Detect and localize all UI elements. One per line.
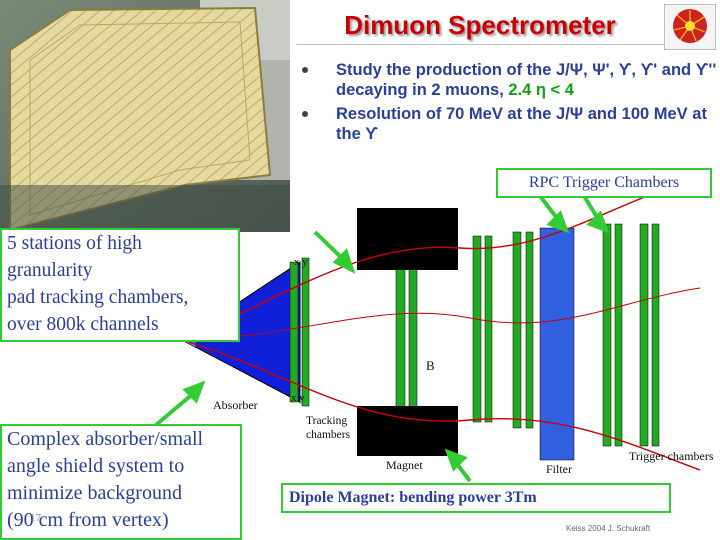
trigger-plane-2 <box>614 223 623 447</box>
tracking-label-line2: chambers <box>306 429 351 441</box>
muon-track-middle <box>181 287 701 341</box>
tracking-plane-4 <box>408 254 418 411</box>
arrow-icon <box>148 390 197 432</box>
tracking-plane-3 <box>395 254 406 411</box>
trigger-plane-3 <box>639 223 649 447</box>
arrow-icon <box>332 248 356 274</box>
tracking-plane-5 <box>472 235 482 423</box>
b-field-label: B <box>426 358 435 373</box>
tracking-plane-7 <box>512 231 522 429</box>
stations-line-3: pad tracking chambers, <box>7 287 189 308</box>
bullet-dot-icon <box>302 111 308 117</box>
arrow-icon <box>182 380 206 404</box>
absorber-line-2: angle shield system to <box>7 455 185 477</box>
stations-line-4: over 800k channels <box>7 314 159 335</box>
filter-label: Filter <box>546 462 572 476</box>
absorber-line-1: Complex absorber/small <box>7 428 204 450</box>
bullet-dot-icon <box>302 67 308 73</box>
absorber-label: Absorber <box>213 398 258 412</box>
trigger-plane-4 <box>651 223 660 447</box>
muon-track-lower <box>181 339 701 471</box>
stations-line-1: 5 stations of high <box>7 233 142 254</box>
slide-footer: Keiss 2004 J. Schukraft <box>566 524 651 533</box>
arrow-icon <box>546 210 570 234</box>
bullet-text-production: Study the production of the J/Ψ, Ψ', ϒ, … <box>336 61 717 99</box>
bullet-item-resolution: Resolution of 70 MeV at the J/Ψ and 100 … <box>302 104 720 144</box>
tracking-plane-2 <box>301 257 310 407</box>
bullet-item-production: Study the production of the J/Ψ, Ψ', ϒ, … <box>302 60 720 100</box>
bullet-text-resolution: Resolution of 70 MeV at the J/Ψ and 100 … <box>336 105 707 143</box>
tracking-label: Tracking chambers <box>306 414 350 442</box>
trigger-plane-1 <box>602 223 612 447</box>
bullet-list: Study the production of the J/Ψ, Ψ', ϒ, … <box>302 60 720 148</box>
magnet-label: Magnet <box>386 458 423 472</box>
xy-label-top: x y <box>294 256 308 268</box>
absorber-line-4: (90 cm from vertex) <box>7 509 169 531</box>
absorber-shape <box>181 261 301 403</box>
absorber-line-3: minimize background <box>7 482 182 504</box>
magnet-top <box>357 208 458 270</box>
rpc-callout: RPC Trigger Chambers <box>496 168 712 198</box>
slide-number: 17 <box>30 512 41 524</box>
stations-callout: 5 stations of high granularity pad track… <box>0 228 240 342</box>
arrow-icon <box>586 210 610 234</box>
xy-label-bottom: x y <box>291 392 305 404</box>
tracking-label-line1: Tracking <box>306 415 348 427</box>
slide-title: Dimuon Spectrometer <box>344 10 616 40</box>
magnet-bottom <box>357 406 458 456</box>
trigger-label: Trigger chambers <box>629 449 714 463</box>
arrow-icon <box>444 448 468 472</box>
tracking-chamber-photo <box>0 0 290 232</box>
muon-track-upper <box>181 179 691 341</box>
eta-range: 2.4 η < 4 <box>508 81 574 99</box>
stations-line-2: granularity <box>7 260 93 281</box>
magnet-callout: Dipole Magnet: bending power 3Tm <box>281 483 671 513</box>
filter-shape <box>539 227 575 461</box>
tracking-plane-6 <box>484 235 493 423</box>
tracking-plane-8 <box>525 231 534 429</box>
title-divider <box>296 44 666 45</box>
alice-logo-icon <box>664 4 716 50</box>
absorber-callout: Complex absorber/small angle shield syst… <box>0 424 242 540</box>
tracking-plane-1 <box>289 261 299 403</box>
